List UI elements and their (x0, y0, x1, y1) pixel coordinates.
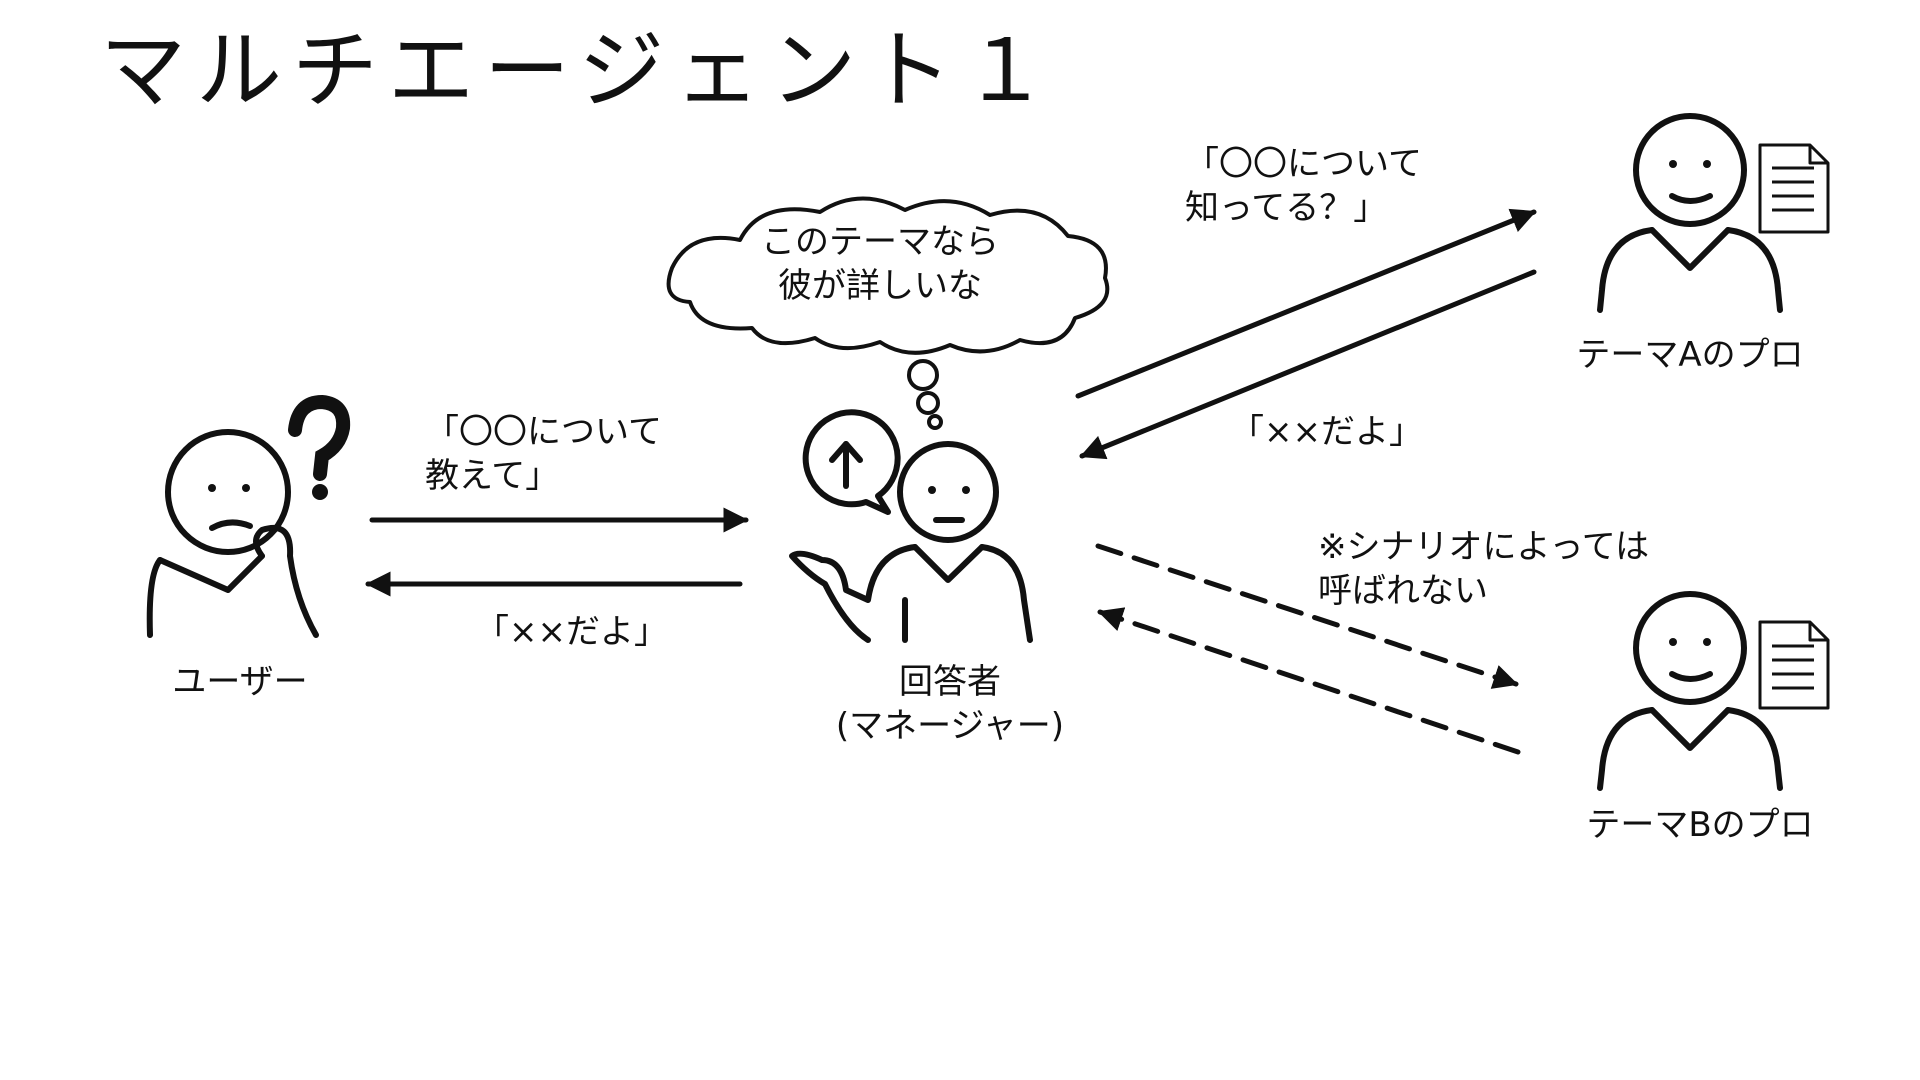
slide-title: マルチエージェント１ (100, 21, 1059, 121)
actor-label-manager: 回答者 (マネージャー) (820, 660, 1080, 748)
message-user-to-manager: 「〇〇について 教えて」 (425, 410, 662, 498)
arrow-pro-b-to-manager (1097, 607, 1521, 755)
thought-text: このテーマなら 彼が詳しいな (745, 220, 1015, 308)
thought-line-2: 彼が詳しいな (778, 266, 982, 307)
message-line-2: 知ってる？」 (1185, 188, 1388, 229)
actor-label-pro-a: テーマAのプロ (1576, 335, 1804, 375)
arrow-manager-to-pro-a (1075, 208, 1537, 399)
document-icon (1758, 143, 1830, 234)
arrow-manager-to-pro-b (1095, 543, 1519, 689)
thought-line-1: このテーマなら (761, 222, 999, 262)
message-manager-to-pro-a: 「〇〇について 知ってる？」 (1185, 142, 1422, 230)
message-manager-to-user: 「××だよ」 (475, 612, 668, 652)
message-line-1: 「〇〇について (1185, 144, 1422, 184)
note-line-1: ※シナリオによっては (1318, 527, 1650, 567)
message-line-2: 教えて」 (425, 456, 560, 497)
actor-label-user: ユーザー (172, 662, 308, 702)
actor-label-manager-line-2: (マネージャー) (835, 706, 1065, 747)
thought-cloud (666, 196, 1110, 430)
question-mark-icon (288, 394, 351, 500)
message-pro-a-to-manager: 「××だよ」 (1230, 412, 1423, 452)
arrow-pro-a-to-manager (1079, 269, 1537, 460)
pro-b-figure (1597, 591, 1783, 791)
actor-label-pro-b: テーマBのプロ (1586, 805, 1814, 845)
user-figure (146, 429, 319, 638)
note-line-2: 呼ばれない (1318, 571, 1488, 612)
pro-a-figure (1597, 113, 1783, 313)
actor-label-manager-line-1: 回答者 (899, 662, 1001, 702)
manager-figure (789, 441, 1033, 643)
document-icon (1758, 620, 1830, 710)
note-pro-b: ※シナリオによっては 呼ばれない (1318, 525, 1649, 613)
up-arrow-speech-icon (802, 409, 901, 515)
message-line-1: 「〇〇について (425, 412, 662, 452)
